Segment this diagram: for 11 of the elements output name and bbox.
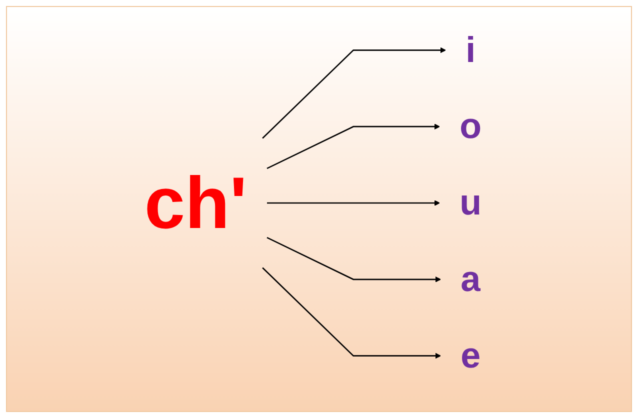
node-text: i <box>466 30 476 70</box>
node-text: ch' <box>144 162 248 244</box>
arrow <box>266 124 440 170</box>
arrow <box>266 236 441 282</box>
arrow <box>262 47 446 139</box>
node-text: o <box>460 106 482 146</box>
node-text: e <box>460 336 481 376</box>
node-text: u <box>460 182 482 223</box>
arrow <box>262 267 441 359</box>
arrow <box>267 200 440 206</box>
node-text: a <box>460 259 481 300</box>
